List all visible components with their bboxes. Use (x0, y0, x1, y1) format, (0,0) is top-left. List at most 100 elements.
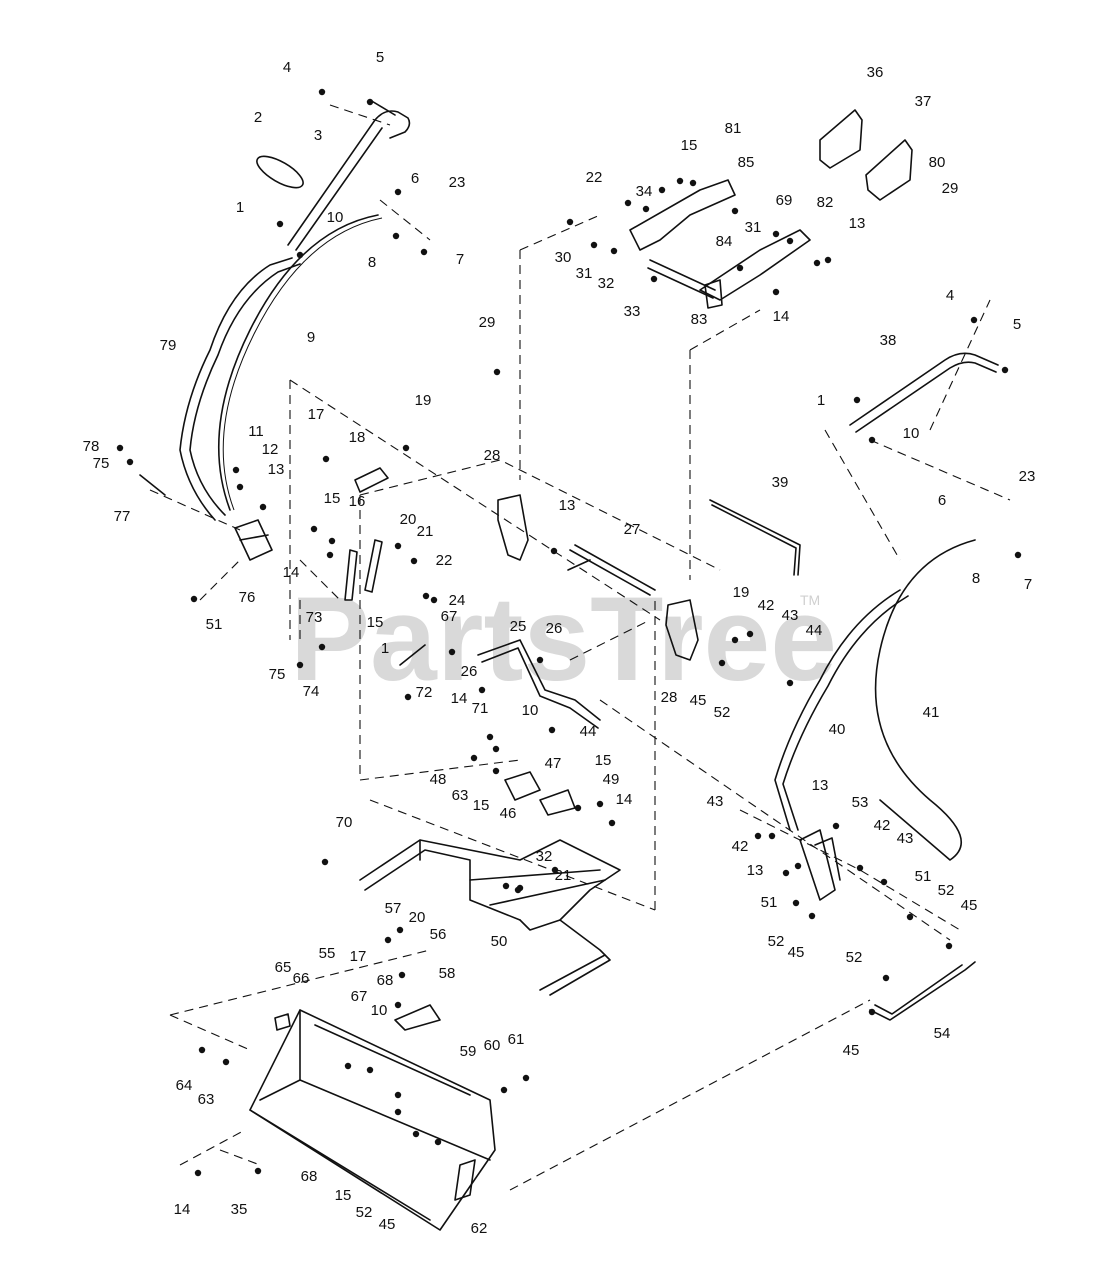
hardware-dot (574, 804, 582, 812)
hardware-dot (718, 659, 726, 667)
hardware-dot (198, 1046, 206, 1054)
hardware-dot (366, 1066, 374, 1074)
hardware-dot (566, 218, 574, 226)
hardware-dot (296, 661, 304, 669)
callout-c39: 39 (772, 474, 789, 491)
callout-c44b: 44 (806, 622, 823, 639)
callout-c24: 24 (449, 592, 466, 609)
callout-c1c: 1 (817, 392, 825, 409)
hardware-dot (772, 230, 780, 238)
bracket-53 (799, 829, 836, 901)
callout-c4a: 4 (283, 59, 291, 76)
callout-c31b: 31 (745, 219, 762, 236)
hardware-dot (906, 913, 914, 921)
callout-c82: 82 (817, 194, 834, 211)
hardware-dot (492, 767, 500, 775)
callout-c64: 64 (176, 1077, 193, 1094)
callout-c55: 55 (319, 945, 336, 962)
hardware-dot (420, 248, 428, 256)
handle-right-upper (849, 352, 999, 426)
callout-c7a: 7 (456, 251, 464, 268)
callout-c54: 54 (934, 1025, 951, 1042)
hardware-dot (254, 1167, 262, 1175)
hardware-dot (394, 1091, 402, 1099)
callout-c52e: 52 (356, 1204, 373, 1221)
callout-c21b: 21 (555, 867, 572, 884)
handle-right-lower (774, 589, 901, 831)
callout-c42a: 42 (758, 597, 775, 614)
hardware-dot (321, 858, 329, 866)
callout-c45e: 45 (379, 1216, 396, 1233)
hardware-dot (650, 275, 658, 283)
callout-c31a: 31 (576, 265, 593, 282)
callout-c6a: 6 (411, 170, 419, 187)
hardware-dot (514, 886, 522, 894)
ring (256, 155, 304, 189)
hardware-dot (813, 259, 821, 267)
callout-c68b: 68 (301, 1168, 318, 1185)
hardware-dot (412, 1130, 420, 1138)
callout-c58: 58 (439, 965, 456, 982)
callout-c15f: 15 (335, 1187, 352, 1204)
callout-c19b: 19 (733, 584, 750, 601)
hardware-dot (596, 800, 604, 808)
hardware-dot (296, 251, 304, 259)
parts-line-art (139, 99, 999, 1231)
callout-c1a: 1 (236, 199, 244, 216)
hardware-dot (232, 466, 240, 474)
callout-c36: 36 (867, 64, 884, 81)
callout-c63a: 63 (452, 787, 469, 804)
callout-c13a: 13 (268, 461, 285, 478)
hardware-dot (326, 551, 334, 559)
callout-c28a: 28 (484, 447, 501, 464)
hardware-dot (970, 316, 978, 324)
hardware-dot (396, 926, 404, 934)
frame-50 (359, 839, 621, 996)
hardware-dot (608, 819, 616, 827)
callout-c38: 38 (880, 332, 897, 349)
callout-c26b: 26 (461, 663, 478, 680)
hardware-dot (792, 899, 800, 907)
callout-c57: 57 (385, 900, 402, 917)
callout-c65: 65 (275, 959, 292, 976)
hardware-dot (853, 396, 861, 404)
callout-c23b: 23 (1019, 468, 1036, 485)
cable-right (874, 539, 976, 861)
plate-36 (819, 109, 863, 169)
callout-c59: 59 (460, 1043, 477, 1060)
callout-c42c: 42 (874, 817, 891, 834)
callout-c16: 16 (349, 493, 366, 510)
hardware-dot (318, 643, 326, 651)
hardware-dot (536, 656, 544, 664)
hardware-dot (344, 1062, 352, 1070)
hardware-dot (856, 864, 864, 872)
hardware-dot (486, 733, 494, 741)
callout-c14c: 14 (616, 791, 633, 808)
bar-83 (649, 259, 716, 291)
callout-c37: 37 (915, 93, 932, 110)
callout-c52a: 52 (714, 704, 731, 721)
hardware-dot (448, 648, 456, 656)
plate-37 (865, 139, 913, 201)
callout-c67b: 67 (351, 988, 368, 1005)
hardware-dot (880, 878, 888, 886)
hardware-dot (470, 754, 478, 762)
callout-c74: 74 (303, 683, 320, 700)
callout-c17a: 17 (308, 406, 325, 423)
hardware-dot (392, 232, 400, 240)
handle-left-lower (179, 257, 293, 521)
callout-c1b: 1 (381, 640, 389, 657)
callout-c44a: 44 (580, 723, 597, 740)
callout-c18: 18 (349, 429, 366, 446)
hardware-dot (259, 503, 267, 511)
hardware-dot (116, 444, 124, 452)
hardware-dot (689, 179, 697, 187)
callout-c76: 76 (239, 589, 256, 606)
rod-39 (709, 499, 801, 576)
callout-c67a: 67 (441, 608, 458, 625)
hardware-dot (276, 220, 284, 228)
callout-c10a: 10 (327, 209, 344, 226)
callout-c75a: 75 (93, 455, 110, 472)
callout-c23a: 23 (449, 174, 466, 191)
